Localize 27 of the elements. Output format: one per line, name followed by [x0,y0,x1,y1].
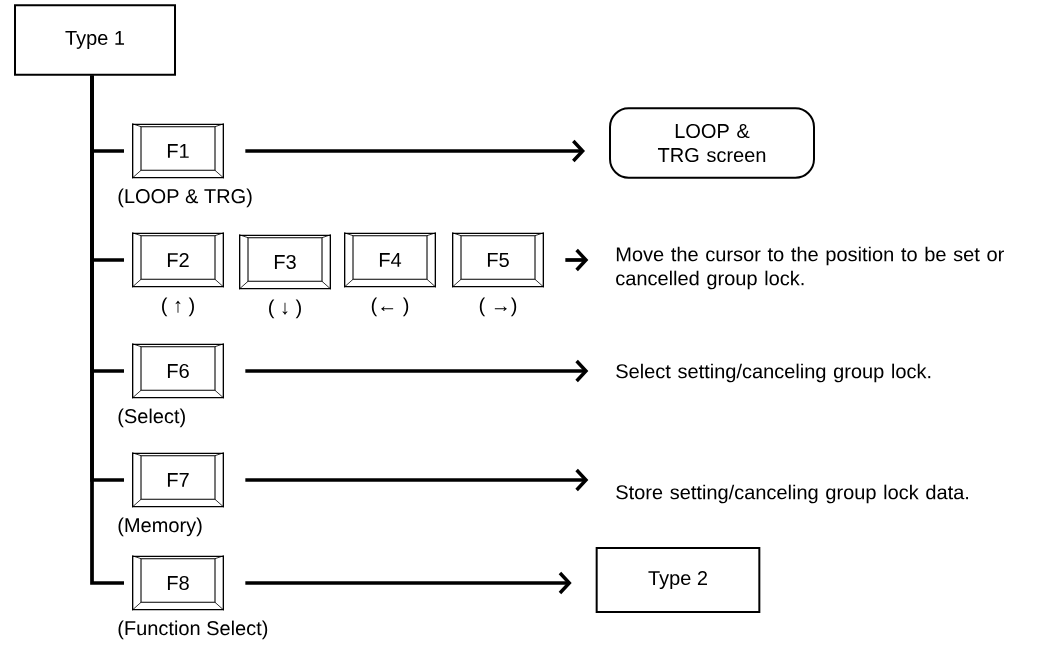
function-key: F3 [238,234,332,290]
description-text: Store setting/canceling group lock data. [616,484,969,504]
function-key: F6 [131,343,225,399]
key-caption: ( ↓ ) [269,299,301,319]
label-box: Type 1 [14,4,176,76]
function-key: F4 [343,232,437,288]
function-key: F5 [451,232,545,288]
function-key: F7 [131,452,225,508]
screen-box: LOOP & TRG screen [609,107,815,179]
connector-line [90,75,124,585]
function-key: F8 [131,555,225,611]
key-caption: ( →) [479,297,517,317]
description-text: Move the cursor to the position to be set or cancelled group lock. [616,246,1004,290]
description-text: Select setting/canceling group lock. [616,363,931,383]
key-caption: (Memory) [118,517,202,537]
function-key: F2 [131,232,225,288]
key-caption: (Function Select) [118,620,268,640]
arrow [245,359,589,383]
key-caption: (LOOP & TRG) [118,188,252,208]
key-caption: (← ) [371,297,409,317]
arrow [245,571,572,595]
arrow [245,139,585,163]
label-box: Type 2 [595,547,761,613]
key-caption: ( ↑ ) [162,297,194,317]
arrow [245,468,589,492]
key-caption: (Select) [118,408,185,428]
function-key: F1 [131,123,225,179]
